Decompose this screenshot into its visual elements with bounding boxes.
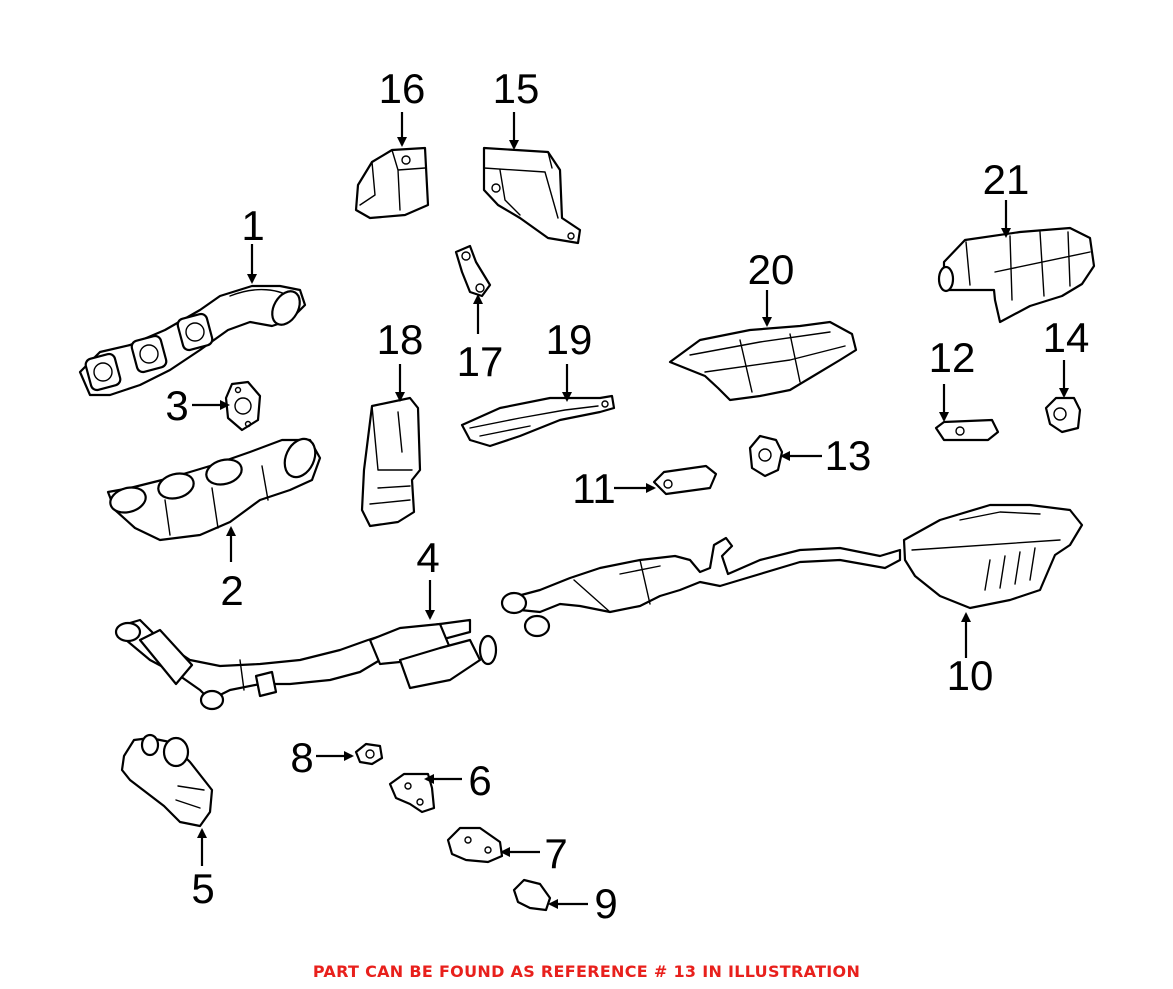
callout-16: 16 xyxy=(379,65,426,112)
callout-arrows xyxy=(192,112,1069,909)
part-12-insulator[interactable] xyxy=(934,418,1000,442)
part-1-exhaust-manifold[interactable] xyxy=(78,284,307,397)
callout-8: 8 xyxy=(290,734,313,781)
callout-10: 10 xyxy=(947,652,994,699)
part-14-insulator[interactable] xyxy=(1044,396,1082,434)
part-19-heat-shield[interactable] xyxy=(460,394,616,448)
part-13-insulator[interactable] xyxy=(748,434,784,478)
part-10-muffler[interactable] xyxy=(500,503,1084,638)
callout-11: 11 xyxy=(572,465,616,512)
part-16-heat-shield[interactable] xyxy=(354,146,430,220)
callout-4: 4 xyxy=(416,534,439,581)
callout-9: 9 xyxy=(594,880,617,927)
callout-7: 7 xyxy=(544,830,567,877)
part-8-clamp[interactable] xyxy=(354,742,384,766)
part-11-insulator[interactable] xyxy=(652,464,718,496)
part-3-gasket[interactable] xyxy=(224,380,262,432)
part-6-bracket[interactable] xyxy=(388,772,436,814)
callout-labels: 16 15 21 1 20 17 18 19 12 14 3 13 11 2 4… xyxy=(165,65,1089,927)
part-5-catalytic-converter[interactable] xyxy=(120,733,214,828)
callout-17: 17 xyxy=(457,338,504,385)
part-9-clamp[interactable] xyxy=(512,878,552,912)
part-20-heat-shield[interactable] xyxy=(668,320,858,402)
reference-note: PART CAN BE FOUND AS REFERENCE # 13 IN I… xyxy=(312,962,861,981)
callout-13: 13 xyxy=(825,432,872,479)
callout-14: 14 xyxy=(1043,314,1090,361)
callout-5: 5 xyxy=(191,865,214,912)
callout-20: 20 xyxy=(748,246,795,293)
callout-6: 6 xyxy=(468,757,491,804)
part-7-bracket[interactable] xyxy=(446,826,504,864)
part-2-exhaust-manifold[interactable] xyxy=(106,434,322,542)
part-18-heat-shield[interactable] xyxy=(360,396,422,528)
callout-2: 2 xyxy=(220,567,243,614)
part-17-bracket[interactable] xyxy=(454,244,492,298)
callout-15: 15 xyxy=(493,65,540,112)
callout-12: 12 xyxy=(929,334,976,381)
part-15-heat-shield[interactable] xyxy=(482,146,582,245)
part-21-heat-shield[interactable] xyxy=(937,226,1096,324)
callout-19: 19 xyxy=(546,316,593,363)
callout-18: 18 xyxy=(377,316,424,363)
callout-21: 21 xyxy=(983,156,1030,203)
callout-1: 1 xyxy=(241,202,264,249)
part-4-front-exhaust-pipe[interactable] xyxy=(114,618,498,711)
callout-3: 3 xyxy=(165,382,188,429)
